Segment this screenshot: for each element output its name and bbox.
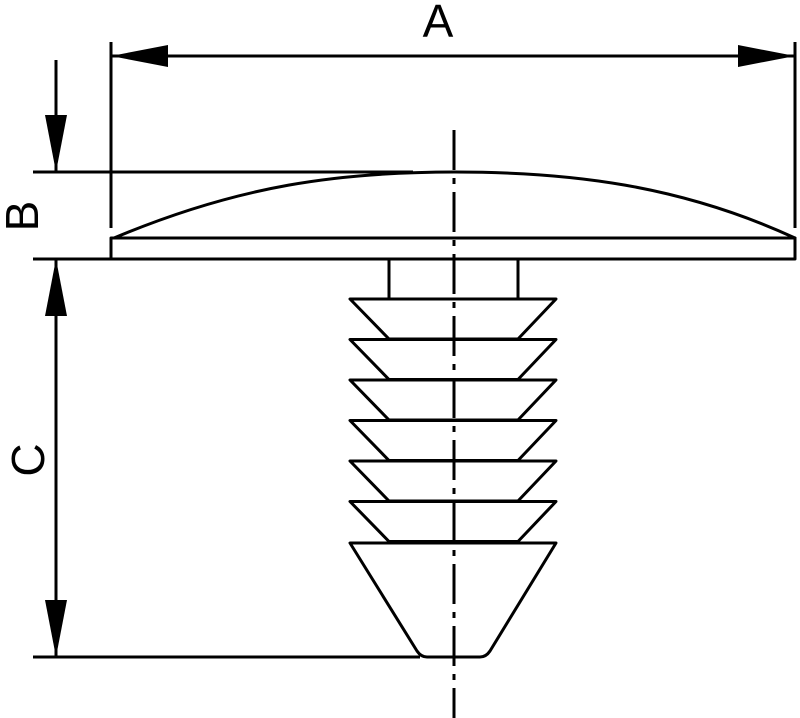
dimension-c-arrow-bottom [45, 600, 67, 657]
dimension-c-arrow-top [45, 259, 67, 316]
dimension-a: A [109, 0, 797, 228]
dimension-a-label: A [423, 0, 454, 47]
dimension-b-label: B [0, 201, 48, 232]
fastener-head [109, 170, 797, 261]
dimension-b: B [0, 60, 413, 261]
dimension-a-arrow-left [111, 45, 168, 67]
dimension-c-label: C [2, 443, 54, 476]
dimension-a-arrow-right [738, 45, 795, 67]
dimension-c: C [2, 259, 420, 659]
dimension-b-arrow-top [45, 115, 67, 172]
